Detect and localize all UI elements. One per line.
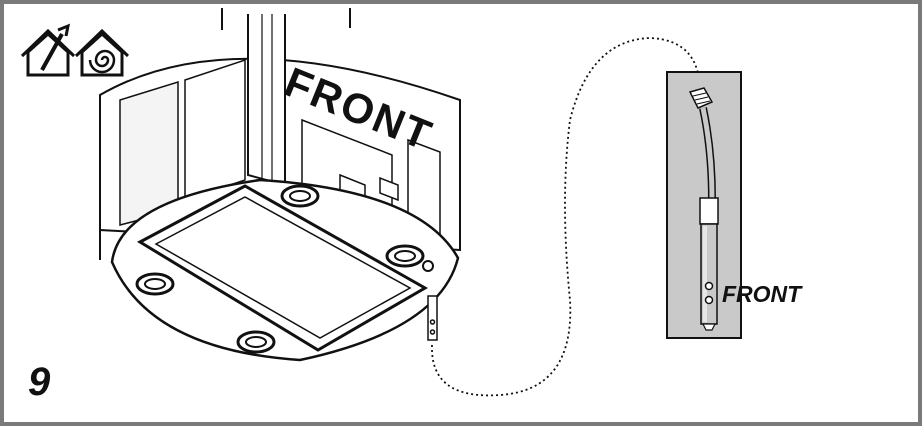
dotted-cable (431, 37, 701, 397)
house-with-wrench-icon (20, 23, 76, 77)
hood-connector (427, 295, 438, 341)
step-number: 9 (28, 360, 51, 404)
hood-body (99, 8, 461, 362)
connector-front-label: FRONT (722, 281, 802, 307)
house-with-spiral-icon (74, 28, 130, 77)
detail-panel (666, 71, 742, 339)
